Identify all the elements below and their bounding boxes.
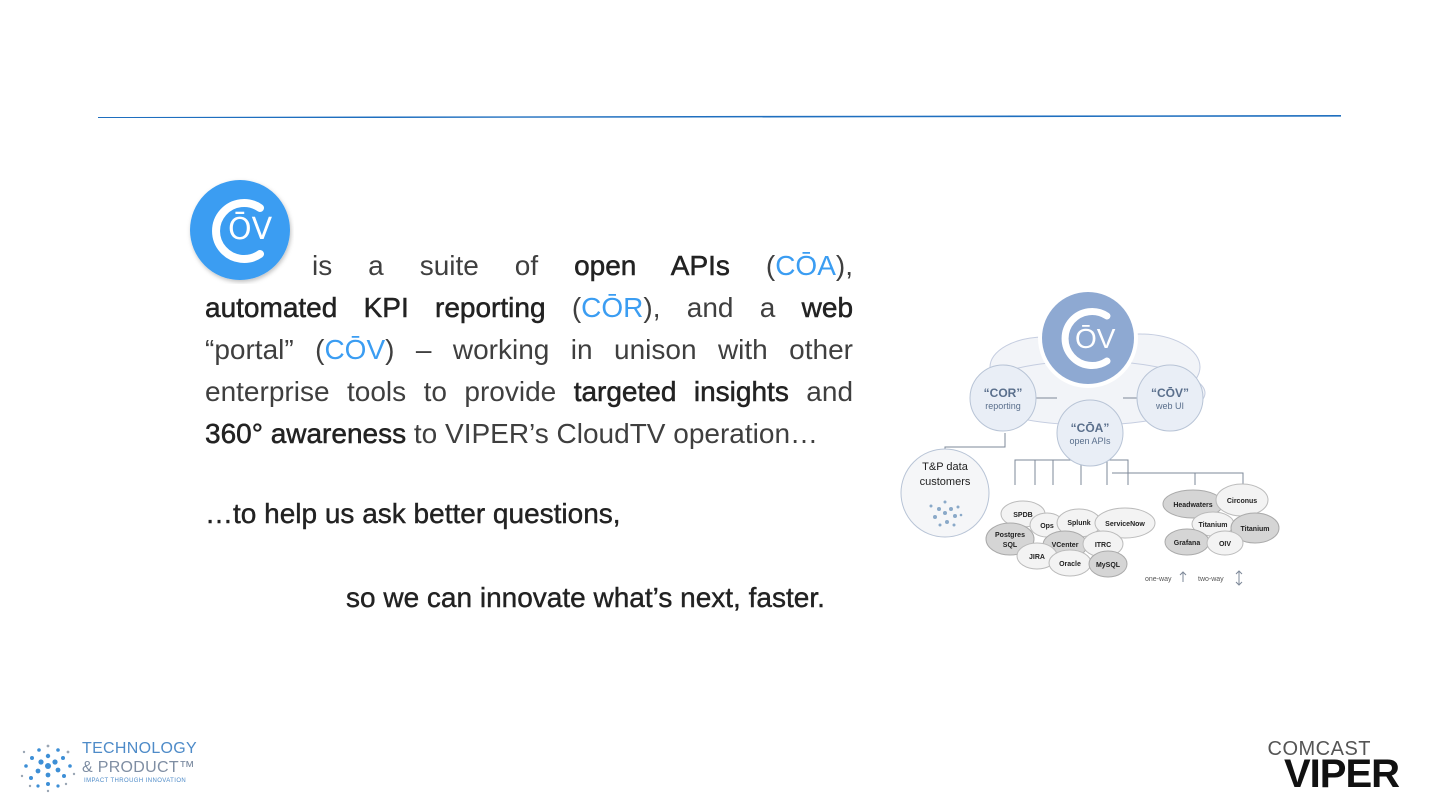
text-cloudtv: to VIPER’s CloudTV operation… bbox=[413, 418, 819, 449]
node-mysql: MySQL bbox=[1096, 562, 1121, 569]
node-vcenter: VCenter bbox=[1052, 542, 1079, 549]
swirl-icon bbox=[20, 744, 76, 793]
node-splunk: Splunk bbox=[1067, 520, 1090, 527]
question-line-2: so we can innovate what’s next, faster. bbox=[346, 582, 825, 613]
text-automated-kpi: automated KPI reporting bbox=[205, 292, 546, 324]
node-postgres: Postgres bbox=[995, 532, 1025, 539]
tp-line-1: TECHNOLOGY bbox=[82, 740, 198, 757]
tp-swirl-icon bbox=[929, 500, 963, 527]
text-cov: CŌV bbox=[324, 334, 386, 365]
tp-line-2: & PRODUCT™ bbox=[82, 759, 196, 776]
text-unison: ) – working in unison with other bbox=[385, 334, 853, 365]
cor-sub: reporting bbox=[985, 401, 1021, 411]
coa-node: “CŌA” open APIs bbox=[1056, 399, 1124, 467]
text-and: and bbox=[806, 376, 854, 407]
cor-title: “COR” bbox=[984, 386, 1023, 400]
node-itrc: ITRC bbox=[1095, 542, 1111, 549]
text-cor-paren: (CŌR), and a bbox=[571, 292, 776, 323]
line-3: “portal” (CŌV) – working in unison with … bbox=[205, 329, 853, 371]
text-web: web bbox=[801, 292, 854, 324]
viper-text: VIPER bbox=[1284, 752, 1400, 796]
text-portal: “portal” ( bbox=[205, 334, 325, 365]
text-coa-paren: (CŌA), bbox=[765, 250, 853, 281]
node-titanium-1: Titanium bbox=[1198, 522, 1227, 529]
left-cluster: SPDB Ops Splunk ServiceNow Postgres SQL … bbox=[985, 500, 1156, 578]
cov-logo: ŌV bbox=[190, 180, 290, 280]
diagram-cov-logo: ŌV bbox=[1038, 288, 1138, 388]
text-and-a: , and a bbox=[652, 292, 776, 323]
text-cor: CŌR bbox=[581, 292, 644, 323]
text-open-apis: open APIs bbox=[574, 250, 730, 282]
text-360-awareness: 360° awareness bbox=[205, 418, 407, 450]
node-titanium-2: Titanium bbox=[1240, 526, 1269, 533]
node-jira: JIRA bbox=[1029, 554, 1045, 561]
cov-title: “CŌV” bbox=[1151, 386, 1189, 400]
node-spdb: SPDB bbox=[1013, 512, 1032, 519]
coa-sub: open APIs bbox=[1069, 436, 1111, 446]
line-4: enterprise tools to provide targeted ins… bbox=[205, 371, 853, 413]
node-grafana: Grafana bbox=[1174, 540, 1201, 547]
tp-line-3: IMPACT THROUGH INNOVATION bbox=[84, 778, 187, 784]
architecture-diagram: ŌV “COR” reporting “CŌV” web UI “CŌA” op… bbox=[900, 288, 1280, 586]
arrow-legend: one-way two-way bbox=[1145, 570, 1243, 586]
node-ops: Ops bbox=[1040, 523, 1054, 530]
coa-title: “CŌA” bbox=[1071, 421, 1110, 435]
text-targeted-insights: targeted insights bbox=[573, 376, 789, 408]
comcast-viper-logo: COMCAST VIPER bbox=[1258, 738, 1423, 796]
text-is-suite: is a suite of bbox=[312, 250, 539, 281]
cov-logo-text: ŌV bbox=[228, 211, 273, 247]
tp-title-1: T&P data bbox=[922, 461, 969, 473]
node-oracle: Oracle bbox=[1059, 561, 1081, 568]
right-cluster: Headwaters Circonus Titanium Titanium Gr… bbox=[1162, 483, 1280, 556]
line-1: is a suite of open APIs (CŌA), bbox=[205, 245, 853, 287]
intro-paragraph: is a suite of open APIs (CŌA), automated… bbox=[205, 245, 854, 455]
node-headwaters: Headwaters bbox=[1173, 502, 1212, 509]
diagram-logo-text: ŌV bbox=[1075, 323, 1116, 354]
question-line-1: …to help us ask better questions, bbox=[205, 498, 621, 529]
text-coa: CŌA bbox=[775, 250, 836, 281]
tp-customers-node: T&P data customers bbox=[900, 448, 990, 538]
text-enterprise: enterprise tools to provide bbox=[205, 376, 557, 407]
legend-twoway: two-way bbox=[1198, 576, 1224, 583]
node-servicenow: ServiceNow bbox=[1105, 521, 1145, 528]
node-circonus: Circonus bbox=[1227, 498, 1257, 505]
node-oiv: OIV bbox=[1219, 541, 1231, 548]
cov-node: “CŌV” web UI bbox=[1136, 364, 1204, 432]
line-5: 360° awareness to VIPER’s CloudTV operat… bbox=[205, 413, 853, 455]
tp-title-2: customers bbox=[920, 476, 971, 488]
technology-product-logo: TECHNOLOGY & PRODUCT™ IMPACT THROUGH INN… bbox=[18, 738, 213, 794]
comcast-text: COMCAST bbox=[1267, 738, 1371, 760]
legend-oneway: one-way bbox=[1145, 576, 1172, 583]
cov-sub: web UI bbox=[1155, 401, 1184, 411]
cor-node: “COR” reporting bbox=[969, 364, 1037, 432]
header-rule bbox=[98, 115, 1341, 118]
line-2: automated KPI reporting (CŌR), and a web bbox=[205, 287, 854, 329]
node-sql: SQL bbox=[1003, 542, 1018, 549]
